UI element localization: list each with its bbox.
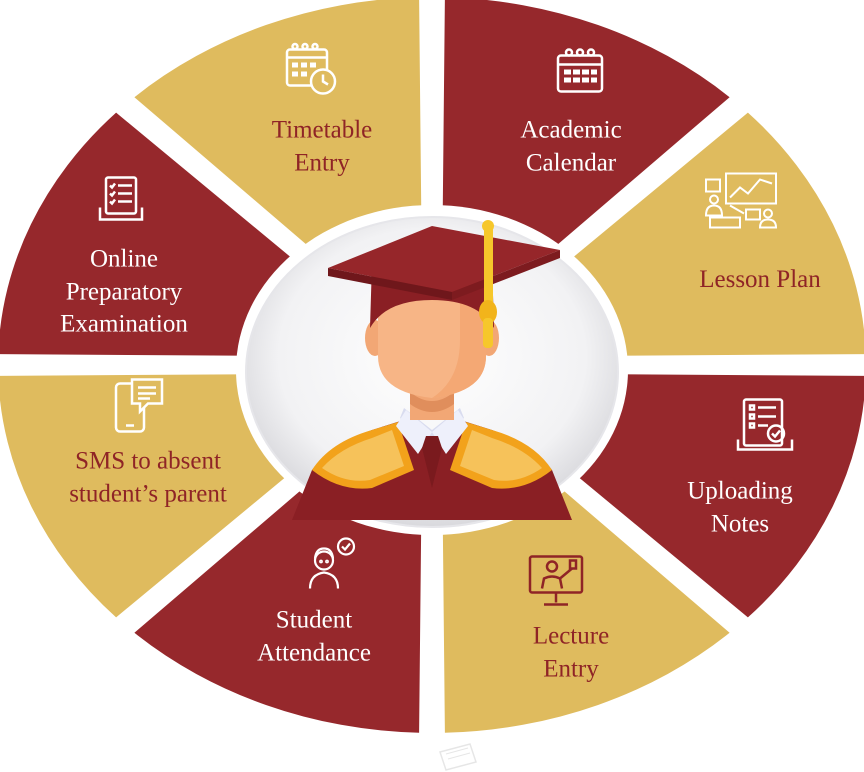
faint-document-icon (439, 743, 477, 771)
graduate-avatar (236, 205, 628, 535)
segment-timetable-entry (134, 0, 422, 253)
segment-uploading-notes (563, 374, 864, 618)
segment-sms-to-absent-parent (0, 374, 301, 618)
segment-lecture-entry (442, 477, 730, 733)
segment-lesson-plan (563, 112, 864, 356)
segment-academic-calendar (442, 0, 730, 253)
segment-online-preparatory-examination (0, 112, 301, 356)
